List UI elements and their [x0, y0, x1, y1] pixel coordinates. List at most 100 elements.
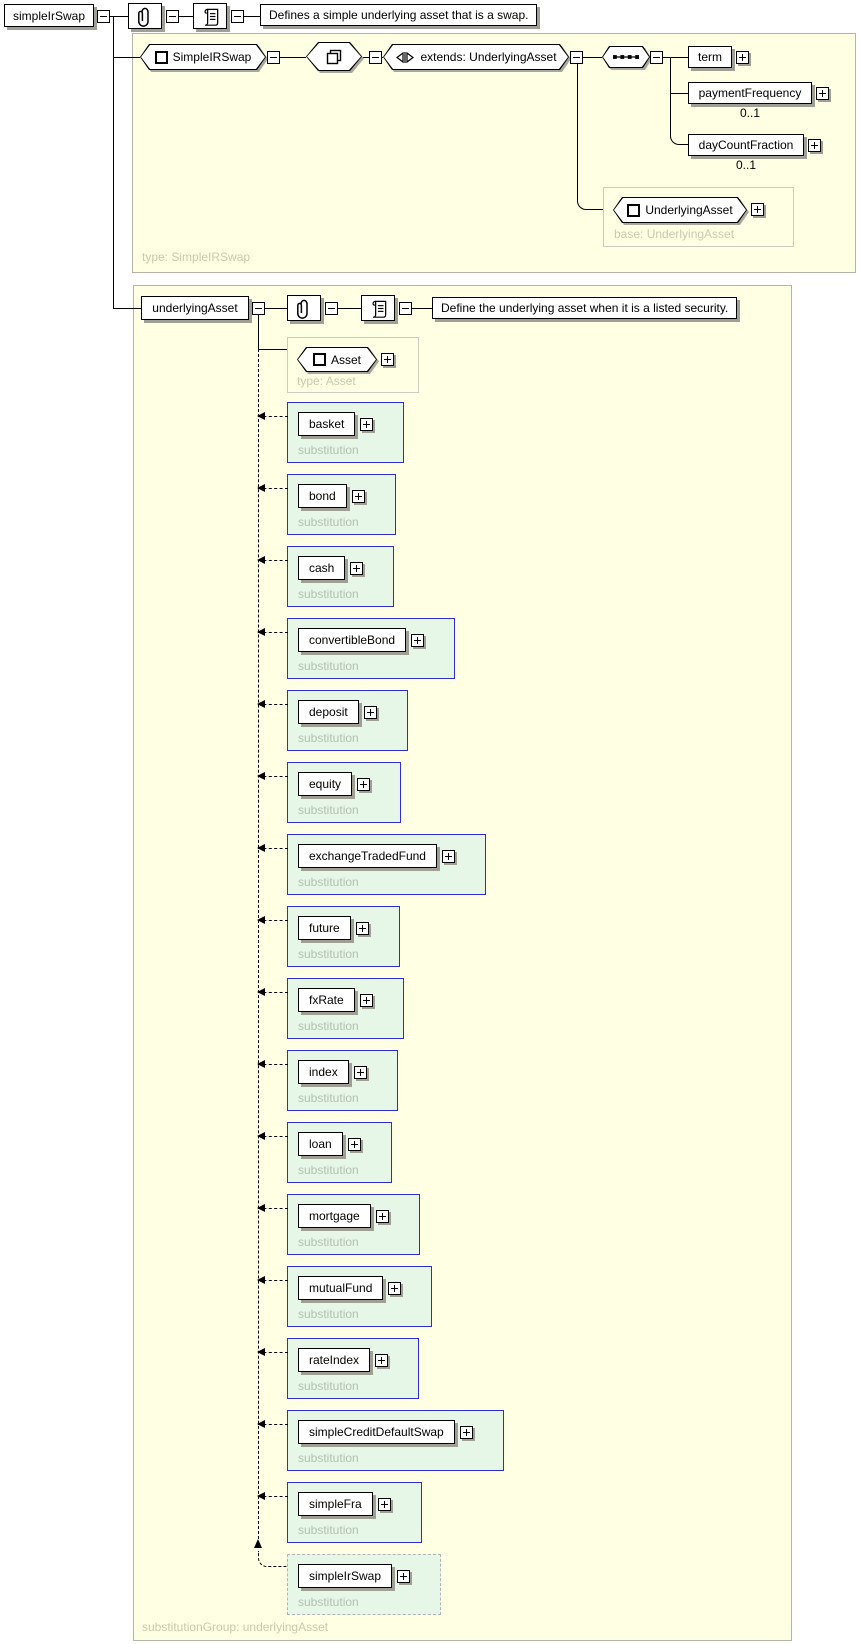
expand-toggle[interactable]	[808, 139, 821, 152]
substitution-member-box: index substitution	[257, 1050, 398, 1111]
head-type-container	[287, 337, 419, 393]
substitution-element-box[interactable]: mortgage	[298, 1204, 371, 1228]
complex-type-node[interactable]: SimpleIRSwap	[140, 44, 266, 70]
substitution-connector	[257, 628, 288, 636]
substitution-element-box[interactable]: equity	[298, 772, 353, 796]
substitution-element-box[interactable]: exchangeTradedFund	[298, 844, 437, 868]
child-element-box-term[interactable]: term	[688, 46, 732, 68]
expand-toggle[interactable]	[388, 1282, 402, 1295]
child-element-label: paymentFrequency	[698, 86, 802, 100]
root-element-box[interactable]: simpleIrSwap	[4, 4, 94, 27]
base-type-node[interactable]: UnderlyingAsset	[613, 197, 747, 223]
collapse-toggle[interactable]	[97, 10, 110, 23]
complex-type-icon	[313, 353, 326, 366]
substitution-element-box[interactable]: loan	[298, 1132, 343, 1156]
connector-line	[113, 308, 141, 309]
child-element-label: term	[698, 50, 722, 64]
expand-toggle[interactable]	[459, 1426, 473, 1439]
expand-toggle[interactable]	[816, 87, 829, 100]
substitution-element-box[interactable]: mutualFund	[298, 1276, 384, 1300]
substitution-connector	[257, 1060, 288, 1068]
substitution-element-label: equity	[309, 777, 342, 791]
expand-toggle[interactable]	[355, 922, 369, 935]
expand-toggle[interactable]	[357, 778, 371, 791]
collapse-toggle[interactable]	[369, 51, 382, 64]
expand-toggle[interactable]	[736, 51, 749, 64]
child-element-box-payment-frequency[interactable]: paymentFrequency	[688, 82, 812, 104]
underlying-asset-element-box[interactable]: underlyingAsset	[141, 296, 249, 320]
expand-toggle[interactable]	[411, 634, 425, 647]
expand-toggle[interactable]	[347, 1138, 361, 1151]
substitution-caption: substitution	[298, 1451, 359, 1465]
expand-toggle[interactable]	[751, 203, 764, 216]
collapse-toggle[interactable]	[325, 302, 338, 315]
head-type-caption: type: Asset	[297, 374, 356, 388]
collapse-toggle[interactable]	[267, 51, 280, 64]
collapse-toggle[interactable]	[166, 10, 179, 23]
connector-elbow	[577, 64, 603, 210]
substitution-connector	[257, 556, 288, 564]
substitution-element-box[interactable]: cash	[298, 556, 346, 580]
substitution-member-box: rateIndex substitution	[257, 1338, 420, 1399]
substitution-element-box[interactable]: simpleFra	[298, 1492, 373, 1516]
substitution-arrow-up-icon	[254, 1539, 262, 1548]
substitution-element-label: loan	[309, 1137, 332, 1151]
substitution-element-box[interactable]: basket	[298, 412, 356, 436]
substitution-element-box[interactable]: fxRate	[298, 988, 355, 1012]
expand-toggle[interactable]	[363, 706, 377, 719]
substitution-caption: substitution	[298, 1163, 359, 1177]
substitution-connector	[257, 916, 288, 924]
connector-elbow	[670, 57, 688, 145]
expand-toggle[interactable]	[381, 353, 394, 366]
substitution-element-box[interactable]: convertibleBond	[298, 628, 407, 652]
substitution-element-box[interactable]: simpleIrSwap	[298, 1564, 393, 1588]
collapse-toggle[interactable]	[570, 51, 583, 64]
expand-toggle[interactable]	[353, 1066, 367, 1079]
connector-line	[670, 93, 688, 94]
substitution-member-box: deposit substitution	[257, 690, 408, 751]
substitution-caption: substitution	[298, 1019, 359, 1033]
collapse-toggle[interactable]	[399, 302, 412, 315]
collapse-toggle[interactable]	[231, 10, 244, 23]
substitution-caption: substitution	[298, 1307, 359, 1321]
occurrence-label: 0..1	[739, 106, 760, 120]
head-type-node[interactable]: Asset	[297, 347, 377, 372]
expand-toggle[interactable]	[351, 490, 365, 503]
substitution-caption: substitution	[298, 659, 359, 673]
annotation-node[interactable]	[287, 295, 321, 321]
substitution-element-box[interactable]: future	[298, 916, 351, 940]
child-element-label: dayCountFraction	[698, 138, 794, 152]
collapse-toggle[interactable]	[650, 51, 663, 64]
connector-line	[110, 16, 128, 17]
complex-content-node[interactable]	[306, 42, 362, 71]
extension-node[interactable]: extends: UnderlyingAsset	[383, 44, 569, 70]
occurrence-label: 0..1	[735, 158, 756, 172]
substitution-element-label: cash	[309, 561, 335, 575]
documentation-node[interactable]	[361, 295, 395, 321]
child-element-box-day-count-fraction[interactable]: dayCountFraction	[688, 134, 804, 156]
substitution-connector	[257, 484, 288, 492]
substitution-element-box[interactable]: rateIndex	[298, 1348, 371, 1372]
expand-toggle[interactable]	[360, 418, 374, 431]
type-panel-caption: type: SimpleIRSwap	[142, 250, 251, 264]
expand-toggle[interactable]	[359, 994, 373, 1007]
head-type-label: Asset	[330, 352, 361, 367]
substitution-element-box[interactable]: deposit	[298, 700, 359, 724]
expand-toggle[interactable]	[377, 1498, 391, 1511]
expand-toggle[interactable]	[375, 1354, 389, 1367]
substitution-member-box: equity substitution	[257, 762, 402, 823]
substitution-element-label: convertibleBond	[309, 633, 396, 647]
connector-line	[244, 16, 260, 17]
documentation-node[interactable]	[193, 3, 227, 29]
substitution-caption: substitution	[298, 1595, 359, 1609]
substitution-element-box[interactable]: index	[298, 1060, 349, 1084]
expand-toggle[interactable]	[375, 1210, 389, 1223]
expand-toggle[interactable]	[397, 1570, 411, 1583]
collapse-toggle[interactable]	[252, 302, 265, 315]
substitution-element-box[interactable]: simpleCreditDefaultSwap	[298, 1420, 455, 1444]
expand-toggle[interactable]	[441, 850, 455, 863]
sequence-node[interactable]	[602, 46, 650, 68]
expand-toggle[interactable]	[350, 562, 364, 575]
substitution-element-box[interactable]: bond	[298, 484, 347, 508]
annotation-node[interactable]	[128, 3, 162, 29]
